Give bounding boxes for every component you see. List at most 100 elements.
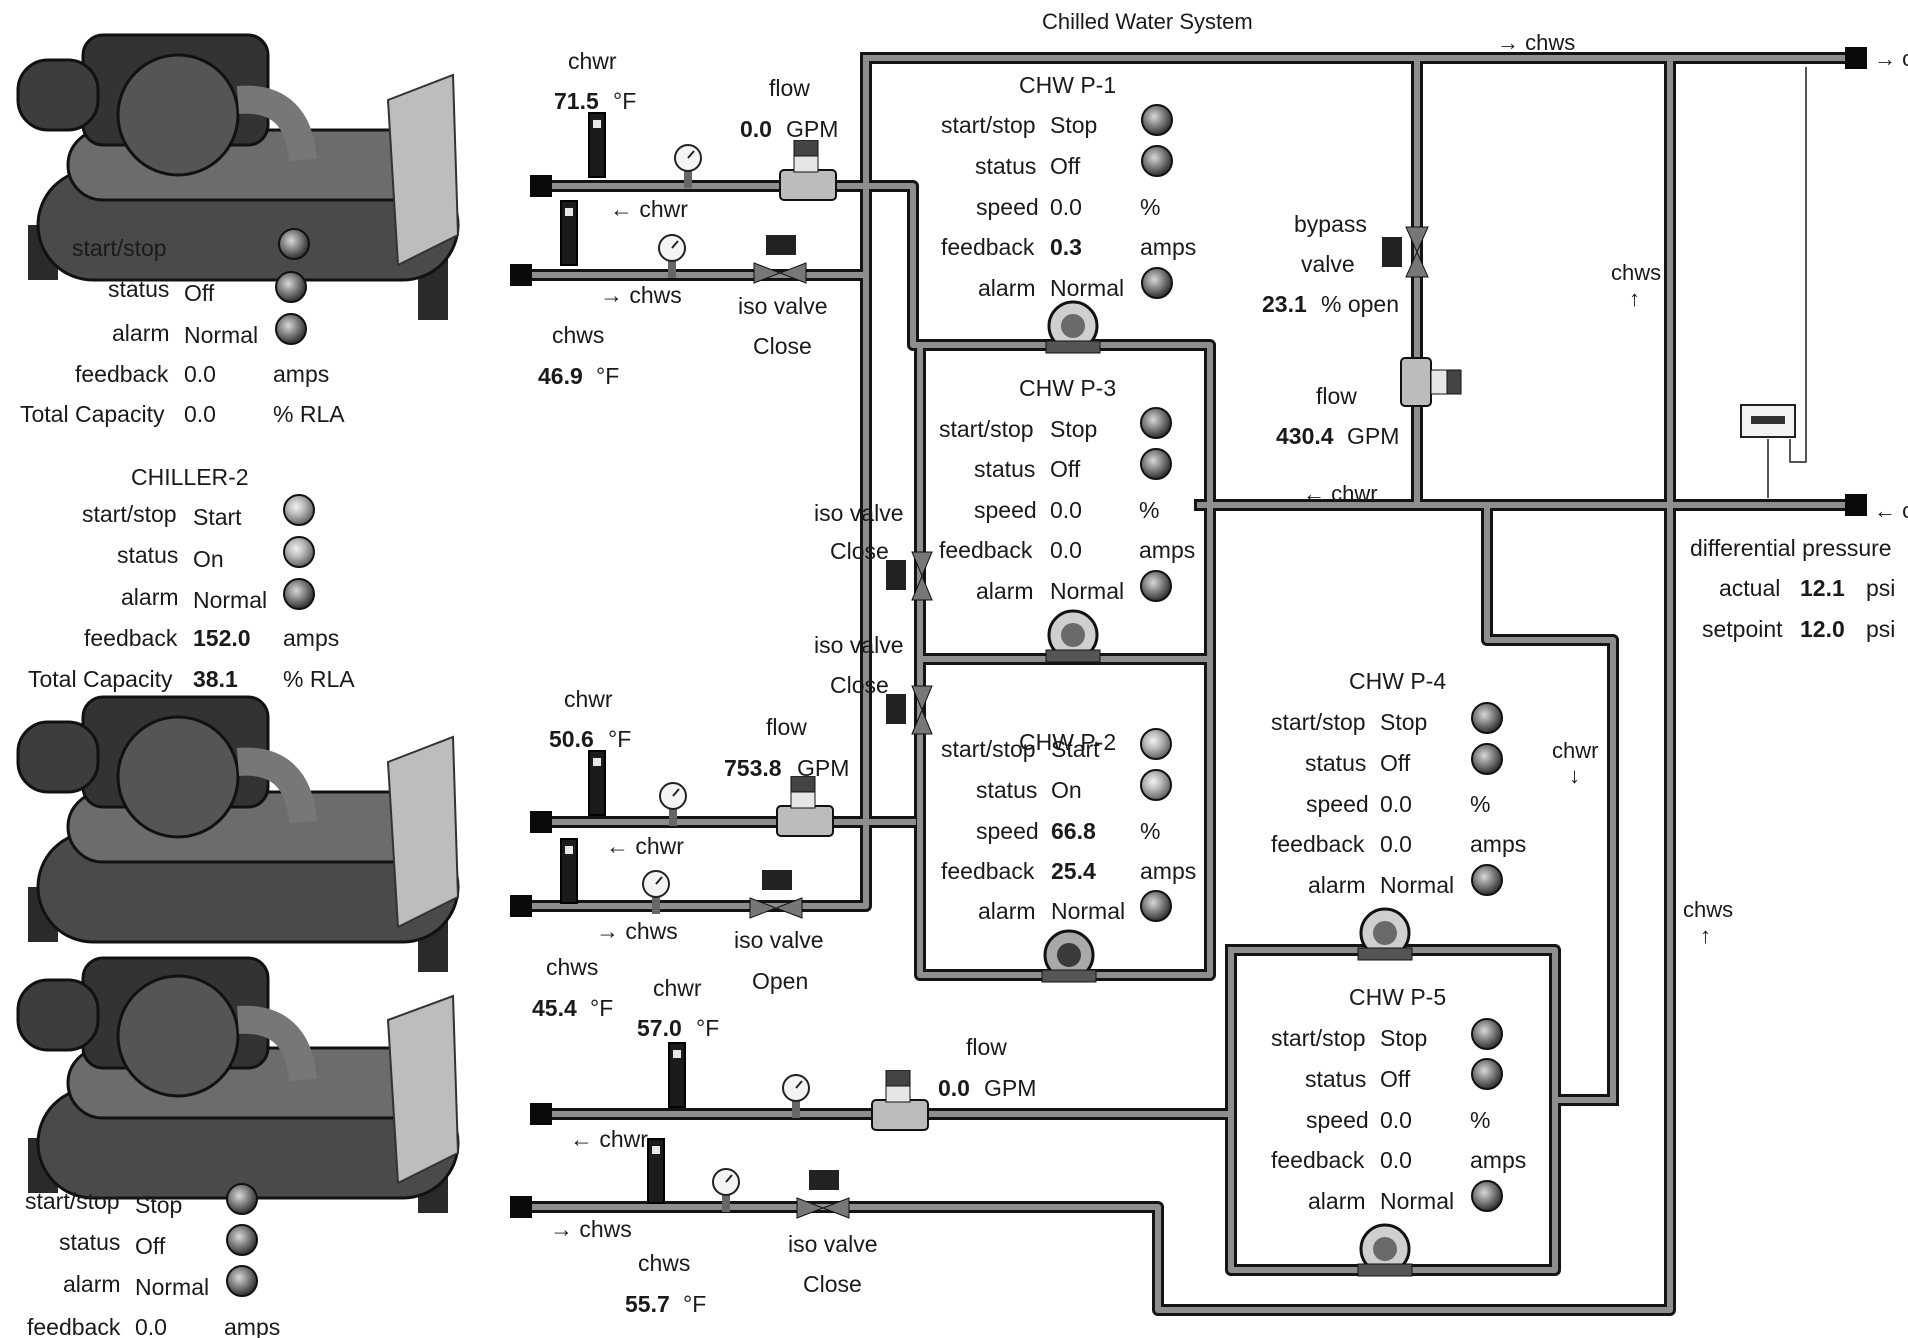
- pump-p4-alarm-indicator: [1471, 864, 1503, 896]
- chiller-2-chws-label: chws: [546, 954, 599, 980]
- bypass-flow-value: 430.4: [1276, 423, 1334, 449]
- pump-p3-start-stop-indicator[interactable]: [1140, 407, 1172, 439]
- pump-p3-icon[interactable]: [1042, 606, 1104, 664]
- bypass-valve-label: valve: [1301, 251, 1355, 277]
- dp-actual-label: actual: [1719, 575, 1781, 601]
- bypass-valve[interactable]: [1382, 225, 1432, 279]
- pipe-endcap: [510, 264, 532, 286]
- chiller-2-chws-temp: 45.4: [532, 995, 577, 1021]
- pump-p2-status-indicator: [1140, 769, 1172, 801]
- pump-p3-status-label: status: [974, 456, 1036, 482]
- bypass-valve-position: 23.1: [1262, 291, 1307, 317]
- return-header-label: ← chwr: [1303, 481, 1378, 506]
- chiller-2-feedback-label: feedback: [84, 625, 178, 651]
- chiller-2-alarm-value: Normal: [193, 587, 268, 613]
- chiller-1-chws-pipe-label: → chws: [600, 282, 682, 308]
- pump-p5-speed-label: speed: [1306, 1107, 1369, 1133]
- chiller-2-status-indicator: [283, 536, 315, 568]
- chiller-3-chwr-temp: 57.0: [637, 1015, 682, 1041]
- chiller-1-image[interactable]: [8, 20, 498, 320]
- pump-p3-speed-value: 0.0: [1050, 497, 1082, 523]
- chiller-2-status-value: On: [193, 546, 224, 572]
- chiller-2-flow-unit: GPM: [797, 755, 850, 781]
- pump-p5-start-stop-value: Stop: [1380, 1025, 1428, 1051]
- chiller-3-flow-label: flow: [966, 1034, 1007, 1060]
- chiller-3-status-value: Off: [135, 1233, 166, 1259]
- chiller-1-start-stop-indicator[interactable]: [278, 228, 310, 260]
- pump-p1-icon[interactable]: [1042, 297, 1104, 355]
- chiller-3-image[interactable]: [8, 948, 498, 1218]
- chiller-1-flow-meter: [779, 140, 837, 201]
- chiller-2-start-stop-indicator[interactable]: [283, 494, 315, 526]
- pump-p4-icon[interactable]: [1354, 904, 1416, 962]
- pump-p4-status-label: status: [1305, 750, 1367, 776]
- pump-p2-feedback-unit: amps: [1140, 858, 1197, 884]
- pump-p4-feedback-value: 0.0: [1380, 831, 1412, 857]
- pump-p5-status-value: Off: [1380, 1066, 1411, 1092]
- pump-p2-icon[interactable]: [1038, 926, 1100, 984]
- header-iso-valve-a-state: Close: [830, 538, 889, 564]
- chiller-1-chwr-thermometer: [588, 112, 606, 178]
- pump-p3-status-indicator: [1140, 448, 1172, 480]
- dp-setpoint-value: 12.0: [1800, 616, 1845, 642]
- pump-p4-status-value: Off: [1380, 750, 1411, 776]
- pump-p3-start-stop-label: start/stop: [939, 416, 1034, 442]
- chiller-2-iso-valve-state: Open: [752, 968, 809, 994]
- bypass-valve-unit: % open: [1321, 291, 1400, 317]
- page-title: Chilled Water System: [1042, 9, 1253, 34]
- pump-p4-speed-label: speed: [1306, 791, 1369, 817]
- chiller-3-supply-pressure-gauge: [712, 1168, 740, 1212]
- edge-label-supply: → c: [1874, 46, 1908, 71]
- pump-p2-speed-value: 66.8: [1051, 818, 1096, 844]
- supply-riser-label: chws: [1611, 260, 1662, 285]
- pump-p5-alarm-value: Normal: [1380, 1188, 1455, 1214]
- pump-p2-start-stop-indicator[interactable]: [1140, 728, 1172, 760]
- chiller-2-start-stop-label: start/stop: [82, 501, 177, 527]
- pump-p4-start-stop-indicator[interactable]: [1471, 702, 1503, 734]
- pump-p4-start-stop-label: start/stop: [1271, 709, 1366, 735]
- chiller-2-name: CHILLER-2: [131, 464, 249, 490]
- chiller-1-iso-valve[interactable]: [752, 235, 808, 285]
- chiller-2-return-pressure-gauge: [659, 782, 687, 826]
- chiller-3-chwr-pipe-label: ← chwr: [570, 1126, 648, 1152]
- pump-p2-start-stop-value: Start: [1051, 736, 1100, 762]
- chiller-3-feedback-label: feedback: [27, 1314, 121, 1338]
- chiller-3-chwr-label: chwr: [653, 975, 702, 1001]
- chiller-3-iso-valve[interactable]: [795, 1170, 851, 1220]
- chiller-2-start-stop-value: Start: [193, 504, 242, 530]
- supply-header-label: → chws: [1497, 30, 1576, 55]
- pump-p1-start-stop-indicator[interactable]: [1141, 104, 1173, 136]
- chiller-2-supply-pressure-gauge: [642, 870, 670, 914]
- pump-p5-icon[interactable]: [1354, 1220, 1416, 1278]
- pump-p5-name: CHW P-5: [1349, 984, 1447, 1010]
- chiller-1-supply-pressure-gauge: [658, 234, 686, 278]
- pump-p1-speed-value: 0.0: [1050, 194, 1082, 220]
- chiller-2-chwr-temp: 50.6: [549, 726, 594, 752]
- chiller-3-flow-value: 0.0: [938, 1075, 970, 1101]
- chiller-1-chwr-unit: °F: [613, 88, 637, 114]
- chiller-1-chwr-label: chwr: [568, 48, 617, 74]
- dp-actual-value: 12.1: [1800, 575, 1845, 601]
- chiller-2-image[interactable]: [8, 682, 498, 982]
- chiller-1-alarm-indicator: [275, 313, 307, 345]
- chiller-3-alarm-indicator: [226, 1265, 258, 1297]
- chiller-2-iso-valve[interactable]: [748, 870, 804, 920]
- chiller-1-iso-valve-label: iso valve: [738, 293, 828, 319]
- pump-p3-alarm-indicator: [1140, 570, 1172, 602]
- pump-p5-alarm-indicator: [1471, 1180, 1503, 1212]
- pump-p3-feedback-value: 0.0: [1050, 537, 1082, 563]
- chiller-3-chwr-thermometer: [668, 1042, 686, 1108]
- chiller-2-capacity-label: Total Capacity: [28, 666, 173, 692]
- chiller-2-chws-thermometer: [560, 838, 578, 904]
- header-iso-valve-a[interactable]: [886, 550, 936, 602]
- pump-p1-speed-label: speed: [976, 194, 1039, 220]
- differential-pressure-sensor[interactable]: [1740, 404, 1796, 438]
- chiller-3-return-pressure-gauge: [782, 1074, 810, 1118]
- chiller-1-feedback-unit: amps: [273, 361, 330, 387]
- chiller-1-chws-thermometer: [560, 200, 578, 266]
- pump-p5-start-stop-indicator[interactable]: [1471, 1018, 1503, 1050]
- arrow-down-icon: ↓: [1569, 763, 1580, 788]
- header-iso-valve-b[interactable]: [886, 684, 936, 736]
- chiller-3-iso-valve-state: Close: [803, 1271, 862, 1297]
- chiller-3-start-stop-indicator[interactable]: [226, 1183, 258, 1215]
